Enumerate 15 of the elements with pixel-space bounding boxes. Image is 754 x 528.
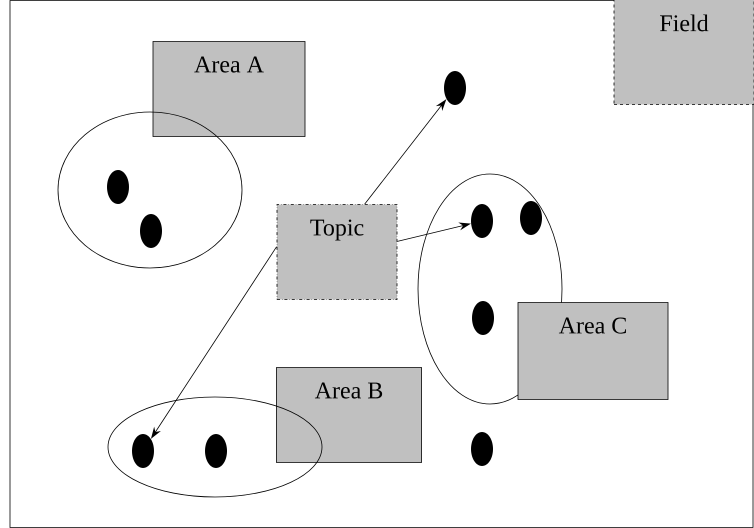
dot [444, 71, 466, 105]
dot [140, 214, 162, 248]
dot [520, 201, 542, 235]
dot [107, 170, 129, 204]
ellipse [58, 112, 242, 268]
area-box: Area B [276, 367, 422, 463]
area-box: Field [614, 0, 754, 105]
area-box: Area C [518, 302, 668, 400]
dot [471, 204, 493, 238]
dot [472, 301, 494, 335]
area-box: Topic [276, 204, 398, 300]
dot [132, 434, 154, 468]
dot [471, 432, 493, 466]
area-box: Area A [152, 41, 306, 137]
dot [205, 434, 227, 468]
